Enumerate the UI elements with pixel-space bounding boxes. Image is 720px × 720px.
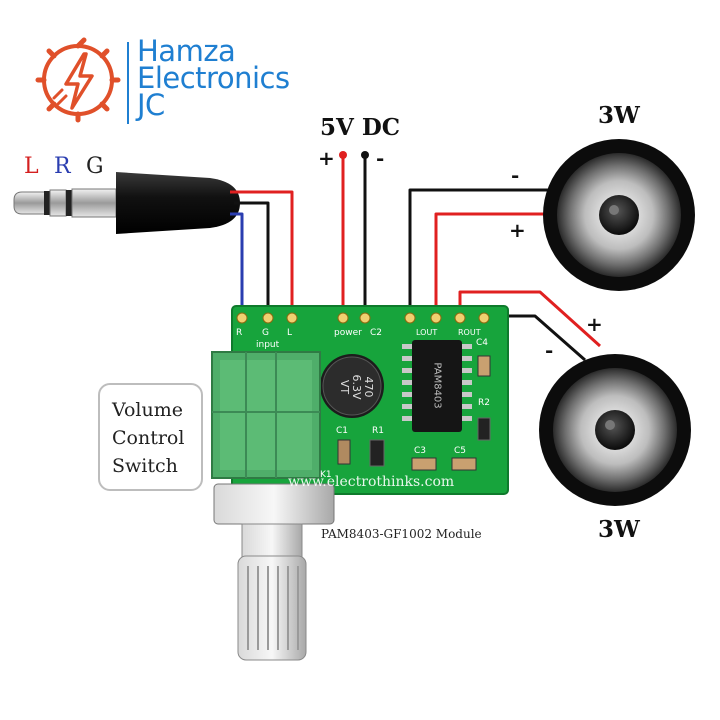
brand-logo-icon (35, 37, 121, 123)
speaker-top-minus: - (511, 163, 520, 187)
brand-line-1: Hamza (137, 34, 236, 68)
silk-r1: R1 (372, 426, 384, 436)
power-plus-dot (339, 151, 347, 159)
jack-label-left: L (24, 154, 39, 179)
top-speaker-wires (408, 188, 548, 312)
audio-jack-plug (13, 172, 240, 234)
module-caption: PAM8403-GF1002 Module (321, 527, 482, 541)
silk-input: input (256, 340, 280, 350)
silk-g: G (262, 328, 269, 338)
speaker-top-label: 3W (598, 102, 640, 129)
speaker-bottom-label: 3W (598, 516, 640, 543)
silk-c4: C4 (476, 338, 489, 348)
capacitor-line-2: 6.3V (350, 374, 363, 400)
power-minus-dot (361, 151, 369, 159)
power-title: 5V DC (320, 114, 401, 141)
input-wires (230, 190, 294, 312)
chip-label: PAM8403 (431, 362, 443, 409)
brand-divider (127, 42, 129, 124)
speaker-top-plus: + (509, 218, 526, 242)
silk-c2: C2 (370, 328, 383, 338)
silk-power: power (334, 328, 362, 338)
speaker-bottom-plus: + (586, 312, 603, 336)
jack-label-ground: G (86, 154, 104, 179)
silk-k1: K1 (320, 470, 332, 480)
volume-label-line-2: Control (112, 427, 185, 449)
silk-r2: R2 (478, 398, 490, 408)
volume-label-line-3: Switch (112, 455, 178, 477)
silk-rout: ROUT (458, 328, 481, 337)
capacitor-line-1: 470 (362, 376, 375, 398)
capacitor-label: 470 6.3V VT (338, 370, 375, 404)
silk-r: R (236, 328, 243, 338)
speaker-bottom-icon (539, 354, 691, 506)
volume-potentiometer (211, 351, 335, 661)
power-minus-label: - (376, 146, 385, 170)
brand-name: Hamza Electronics JC (137, 34, 290, 122)
jack-label-right: R (54, 154, 71, 179)
speaker-top-icon (543, 139, 695, 291)
brand-line-3: JC (137, 88, 165, 122)
silk-lout: LOUT (416, 328, 438, 337)
power-wires (341, 156, 367, 312)
volume-label-line-1: Volume (112, 399, 183, 421)
capacitor-line-3: VT (338, 379, 351, 395)
silk-l: L (287, 328, 293, 338)
volume-label-box: Volume Control Switch (98, 383, 203, 491)
brand-line-2: Electronics (137, 61, 290, 95)
power-plus-label: + (318, 146, 335, 170)
speaker-bottom-minus: - (545, 338, 554, 362)
watermark: www.electrothinks.com (288, 474, 455, 490)
silk-c3: C3 (414, 446, 427, 456)
silk-c5: C5 (454, 446, 467, 456)
silk-c1: C1 (336, 426, 349, 436)
